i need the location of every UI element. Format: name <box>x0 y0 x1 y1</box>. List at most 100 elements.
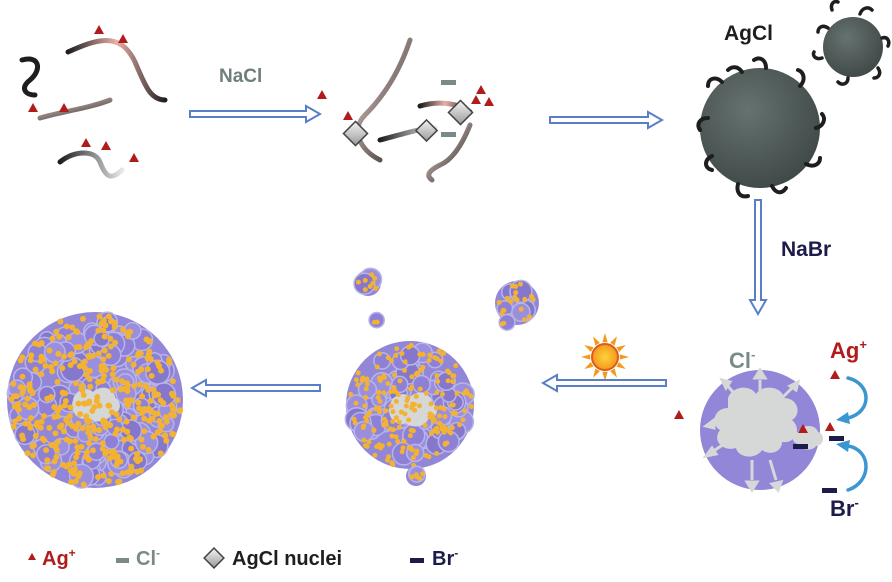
sun-ray <box>584 362 594 369</box>
ag-nanoparticle <box>154 410 161 417</box>
ag-nanoparticle <box>61 402 68 409</box>
ag-nanoparticle <box>138 436 145 443</box>
ag-nanoparticle <box>138 467 145 474</box>
ag-nanoparticle <box>417 351 423 357</box>
ag-nanoparticle <box>105 352 112 359</box>
ag-nanoparticle <box>13 393 20 400</box>
ag-nanoparticle <box>136 381 143 388</box>
ag-nanoparticle <box>393 352 399 358</box>
ag-nanoparticle <box>154 359 161 366</box>
ag-nanoparticle <box>42 362 49 369</box>
ag-nanoparticle <box>85 429 92 436</box>
ag-ion-marker <box>830 370 840 379</box>
ag-nanoparticle <box>78 385 85 392</box>
ag-nanoparticle <box>453 411 459 417</box>
ag-nanoparticle <box>146 417 153 424</box>
ag-nanoparticle <box>72 437 79 444</box>
ag-nanoparticle <box>85 424 92 431</box>
ag-nanoparticle <box>166 356 173 363</box>
diffusion-arrows <box>702 367 801 493</box>
legend-br-marker <box>410 558 424 563</box>
ag-nanoparticle <box>71 466 78 473</box>
ag-nanoparticle <box>436 348 442 354</box>
ag-nanoparticle <box>367 283 373 289</box>
ag-nanoparticle <box>73 425 80 432</box>
ag-nanoparticle <box>468 403 474 409</box>
ag-nanoparticle <box>95 327 102 334</box>
ag-nanoparticle <box>108 318 115 325</box>
ag-nanoparticle <box>395 392 401 398</box>
ag-nanoparticle <box>41 413 48 420</box>
ag-nanoparticle <box>120 326 127 333</box>
stage-3-agcl: AgCl <box>696 0 891 199</box>
ag-nanoparticle <box>454 390 460 396</box>
ag-ion-marker <box>471 95 481 104</box>
ag-nanoparticle <box>135 368 142 375</box>
ag-nanoparticle <box>139 443 146 450</box>
ag-nanoparticle <box>49 335 56 342</box>
ag-nanoparticle <box>385 457 391 463</box>
ag-nanoparticle <box>80 392 87 399</box>
ag-nanoparticle <box>153 391 160 398</box>
ag-nanoparticle <box>363 386 369 392</box>
sun-ray <box>616 362 626 369</box>
ag-nanoparticle <box>131 382 138 389</box>
ag-nanoparticle <box>43 465 50 472</box>
ag-nanoparticle <box>15 406 22 413</box>
ag-nanoparticle <box>30 442 37 449</box>
ag-nanoparticle <box>57 318 64 325</box>
ag-nanoparticle <box>107 335 114 342</box>
ag-nanoparticle <box>78 443 85 450</box>
ag-nanoparticle <box>22 401 29 408</box>
ag-nanoparticle <box>84 449 91 456</box>
agbr-grain <box>93 330 111 348</box>
ag-nanoparticle <box>163 437 170 444</box>
ag-nanoparticle <box>139 409 146 416</box>
br-ion-marker <box>793 444 808 449</box>
ag-nanoparticle <box>449 425 455 431</box>
ag-nanoparticle <box>407 433 413 439</box>
agcl-particle-small <box>823 17 883 77</box>
ag-nanoparticle <box>420 471 426 477</box>
ag-nanoparticle <box>39 435 46 442</box>
ag-nanoparticle <box>49 471 56 478</box>
ag-nanoparticle <box>381 390 387 396</box>
ag-nanoparticle <box>360 424 366 430</box>
ag-nanoparticle <box>355 279 361 285</box>
ag-nanoparticle <box>449 402 455 408</box>
ag-nanoparticle <box>111 323 118 330</box>
cl-ion-marker <box>441 80 456 85</box>
polymer-chain <box>37 97 113 121</box>
ag-nanoparticle <box>108 471 115 478</box>
ag-nanoparticle <box>108 409 115 416</box>
ag-nanoparticle <box>47 363 54 370</box>
ag-nanoparticle <box>28 352 35 359</box>
ag-nanoparticle <box>88 338 95 345</box>
ag-nanoparticle <box>371 427 377 433</box>
ag-nanoparticle <box>79 315 86 322</box>
ag-nanoparticle <box>426 454 432 460</box>
ag-nanoparticle <box>124 469 131 476</box>
ag-nanoparticle <box>148 372 155 379</box>
ag-nanoparticle <box>89 447 96 454</box>
ag-nanoparticle <box>445 378 451 384</box>
ag-nanoparticle <box>100 472 107 479</box>
ag-nanoparticle <box>26 381 33 388</box>
ag-nanoparticle <box>362 403 368 409</box>
stage-4-exchange: Cl- Ag+ Br- <box>674 337 868 521</box>
ag-nanoparticle <box>53 447 60 454</box>
ag-nanoparticle <box>363 394 369 400</box>
ag-nanoparticle <box>81 358 88 365</box>
ag-nanoparticle <box>86 399 93 406</box>
ag-nanoparticle <box>398 409 404 415</box>
ag-nanoparticle <box>392 372 398 378</box>
ag-nanoparticle <box>408 427 414 433</box>
ag-nanoparticle <box>67 404 74 411</box>
ag-nanoparticle <box>355 370 361 376</box>
ag-nanoparticle <box>359 377 365 383</box>
legend-ag-label: Ag+ <box>42 546 76 570</box>
ag-nanoparticle <box>426 357 432 363</box>
agcl-label: AgCl <box>724 22 773 45</box>
ag-nanoparticle <box>435 379 441 385</box>
ag-nanoparticle <box>403 403 409 409</box>
